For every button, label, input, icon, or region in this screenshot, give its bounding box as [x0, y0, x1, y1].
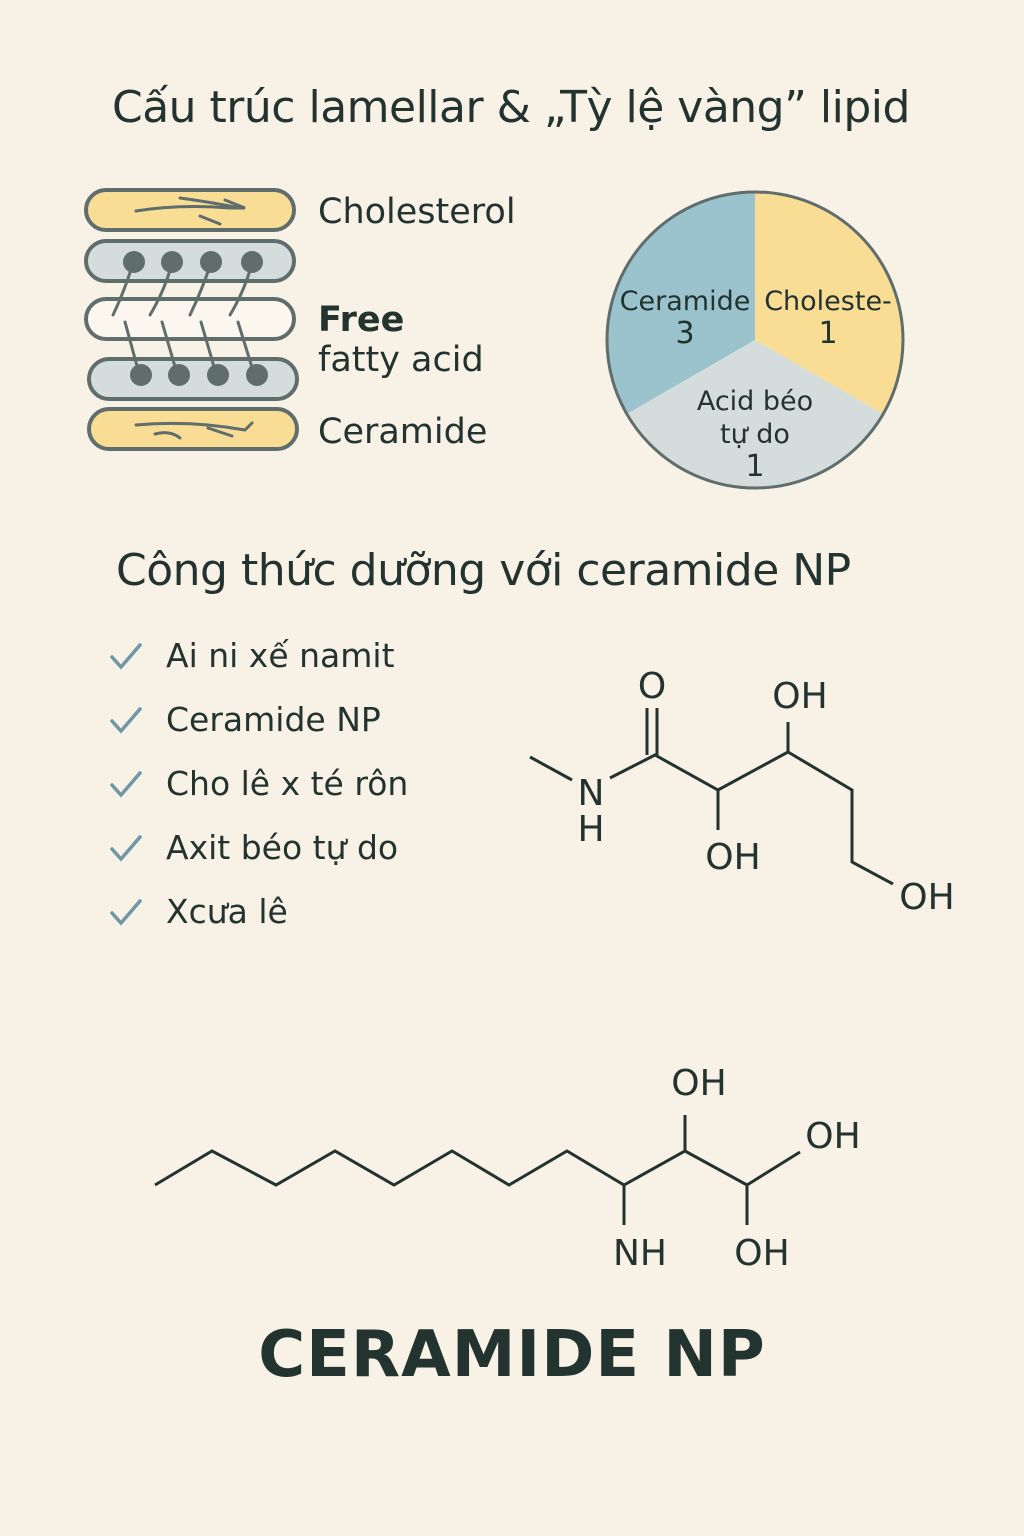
pie-slice-label: Choleste- — [764, 286, 892, 317]
atom-oh-2: OH — [705, 837, 760, 878]
lamellar-diagram — [84, 188, 299, 451]
pie-slice — [607, 192, 755, 414]
pie-slice — [626, 340, 884, 488]
pie-slice-label: tự do — [720, 419, 790, 450]
pie-slice-label: Acid béo — [697, 386, 813, 417]
molecule-structure-2: OH OH NH OH — [154, 1063, 861, 1274]
cholesterol-layer — [84, 188, 296, 232]
check-icon — [110, 706, 142, 734]
checklist-item: Cho lê x té rôn — [108, 764, 408, 803]
pie-slice-label: Ceramide — [620, 286, 751, 317]
pie-value-label: 1 — [818, 316, 837, 351]
label-ceramide: Ceramide — [318, 412, 488, 452]
atom-oh-3: OH — [899, 877, 954, 918]
atom-oh-right: OH — [805, 1116, 860, 1157]
atom-oh-top: OH — [671, 1063, 726, 1104]
check-icon — [110, 770, 142, 798]
checklist-item-label: Ceramide NP — [166, 700, 381, 739]
pie-value-label: 3 — [675, 316, 694, 351]
check-icon — [110, 834, 142, 862]
page-title: Cấu trúc lamellar & „Tỳ lệ vàng” lipid — [112, 82, 910, 133]
molecule-structure-1: O OH N H OH OH — [529, 666, 955, 918]
check-icon — [110, 642, 142, 670]
checklist-item-label: Axit béo tự do — [166, 828, 399, 867]
check-icon — [110, 898, 142, 926]
atom-oh-bottom: OH — [734, 1233, 789, 1274]
ceramide-layer — [87, 407, 299, 451]
pie-slice — [755, 192, 903, 414]
label-cholesterol: Cholesterol — [318, 192, 516, 232]
label-fatty-acid: fatty acid — [318, 340, 484, 380]
fatty-acid-layer — [84, 297, 296, 341]
atom-o: O — [638, 666, 666, 707]
atom-nh: NH — [613, 1233, 667, 1274]
atom-n: N — [578, 773, 605, 814]
label-free: Free — [318, 300, 405, 340]
checklist-item: Ai ni xế namit — [108, 636, 395, 675]
atom-h: H — [577, 809, 604, 850]
pie-value-label: 1 — [745, 449, 764, 484]
checklist-item-label: Xcưa lê — [166, 892, 288, 931]
section-title: Công thức dưỡng với ceramide NP — [116, 545, 851, 596]
checklist-item: Axit béo tự do — [108, 828, 398, 867]
checklist-item: Ceramide NP — [108, 700, 381, 739]
atom-oh-1: OH — [772, 676, 827, 717]
compound-name: CERAMIDE NP — [258, 1318, 766, 1392]
checklist-item-label: Ai ni xế namit — [166, 636, 395, 675]
checklist-item-label: Cho lê x té rôn — [166, 764, 409, 803]
checklist-item: Xcưa lê — [108, 892, 288, 931]
